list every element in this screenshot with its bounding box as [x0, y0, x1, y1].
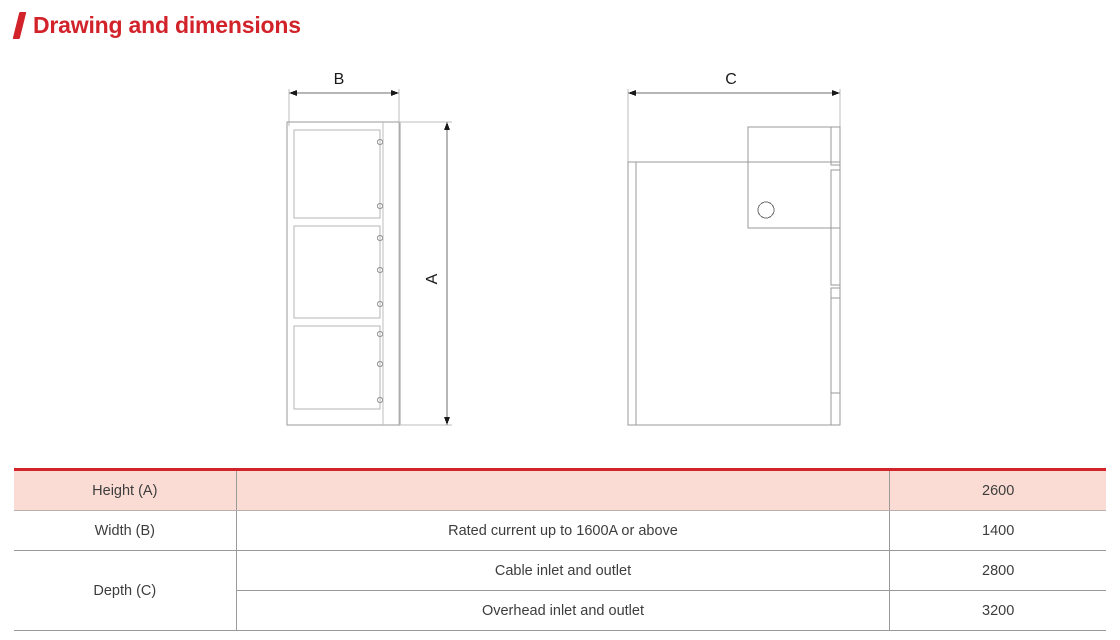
table-row: Depth (C) Cable inlet and outlet 2800: [14, 550, 1106, 631]
row-description: Cable inlet and outlet: [235, 550, 891, 591]
front-view-drawing: B: [286, 71, 452, 426]
page-title: Drawing and dimensions: [12, 12, 301, 39]
row-label: Depth (C): [14, 550, 237, 631]
side-view-drawing: C: [627, 71, 841, 426]
circle-handle-icon: [757, 201, 775, 219]
row-value: 2800: [889, 550, 1106, 591]
technical-drawings: B: [0, 60, 1120, 460]
table-row: Height (A) 2600: [14, 468, 1106, 511]
row-description: Overhead inlet and outlet: [235, 590, 891, 631]
row-description: [235, 468, 891, 511]
row-value: 3200: [889, 590, 1106, 631]
dimension-label-c: C: [725, 71, 737, 88]
row-label: Height (A): [14, 468, 237, 511]
row-value: 1400: [889, 510, 1106, 551]
row-value: 2600: [889, 468, 1106, 511]
row-label: Width (B): [14, 510, 237, 551]
dimension-label-b: B: [334, 71, 345, 88]
dimension-label-a: A: [424, 273, 441, 284]
title-slash-icon: [12, 12, 27, 39]
table-row: Overhead inlet and outlet 3200: [14, 590, 1106, 631]
row-description: Rated current up to 1600A or above: [235, 510, 891, 551]
dimensions-table: Height (A) 2600 Width (B) Rated current …: [14, 468, 1106, 631]
table-row: Width (B) Rated current up to 1600A or a…: [14, 510, 1106, 551]
page-title-text: Drawing and dimensions: [33, 12, 301, 38]
